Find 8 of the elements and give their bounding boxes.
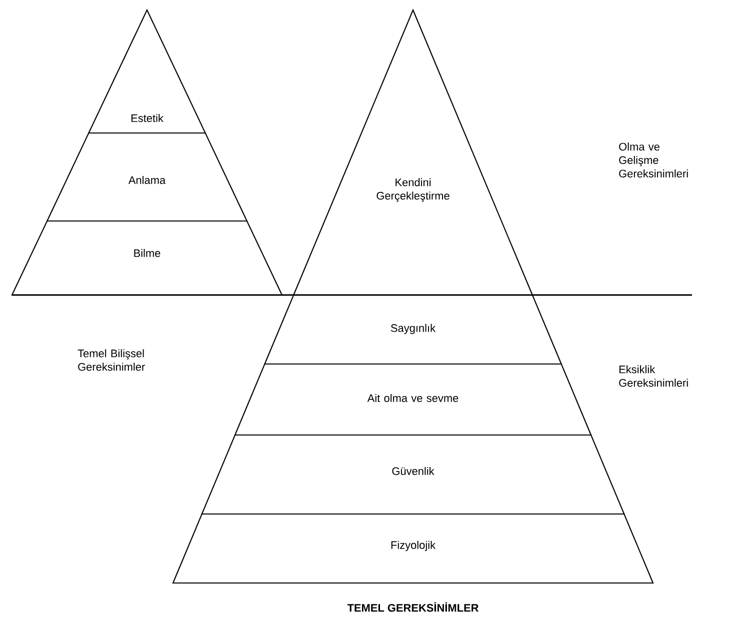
side-label: Eksiklik Gereksinimleri xyxy=(619,365,688,387)
side-label: Temel Bilişsel Gereksinimler xyxy=(78,349,145,371)
caption: TEMEL GEREKSİNİMLER xyxy=(347,602,479,612)
pyramid-level: Bilme xyxy=(11,220,283,296)
side-label: Olma ve Gelişme Gereksinimleri xyxy=(619,142,688,178)
pyramid-level: Fizyolojik xyxy=(172,513,654,584)
pyramid-level: Ait olma ve sevme xyxy=(234,363,592,436)
pyramid-level: Güvenlik xyxy=(201,434,625,515)
